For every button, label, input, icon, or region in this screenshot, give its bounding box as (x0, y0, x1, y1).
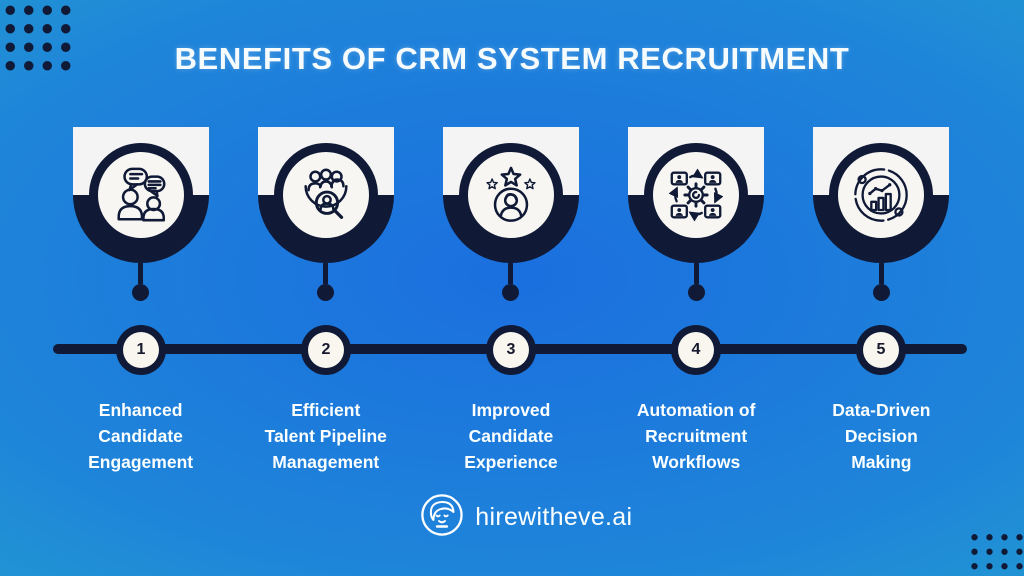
label-line: Decision (844, 426, 918, 446)
benefit-column-2 (233, 127, 418, 301)
candidate-stars-icon (458, 143, 563, 247)
benefit-column-4 (604, 127, 789, 301)
step-badge-3: 3 (486, 325, 536, 375)
icon-card-5 (813, 127, 950, 263)
eve-face-icon (420, 493, 464, 542)
benefit-column-5 (789, 127, 974, 301)
benefit-columns (48, 127, 974, 301)
label-line: Automation of (636, 400, 756, 420)
benefit-label-3: Improved Candidate Experience (418, 397, 603, 475)
label-line: Making (851, 452, 912, 472)
benefit-label-2: Efficient Talent Pipeline Management (233, 397, 418, 475)
brand-name: hirewitheve.ai (475, 503, 633, 531)
benefit-column-3 (418, 127, 603, 301)
connector-dot (502, 284, 520, 301)
benefit-labels: Enhanced Candidate Engagement Efficient … (48, 397, 974, 475)
brand-logo: hirewitheve.ai (420, 493, 632, 542)
connector-dot (872, 284, 890, 301)
talent-search-icon (273, 143, 378, 247)
step-number: 3 (493, 332, 529, 368)
label-line: Engagement (88, 452, 194, 472)
workflow-gear-icon (644, 143, 749, 247)
analytics-chart-icon (829, 143, 934, 247)
dot-grid-bottom-right (967, 530, 1024, 576)
connector-stem (138, 263, 144, 284)
step-badge-2: 2 (301, 325, 351, 375)
connector-stem (508, 263, 514, 284)
label-line: Experience (464, 452, 558, 472)
label-line: Workflows (652, 452, 741, 472)
label-line: Enhanced (98, 400, 183, 420)
label-line: Candidate (468, 426, 554, 446)
connector-dot (317, 284, 335, 301)
chat-people-icon (88, 143, 193, 247)
label-line: Recruitment (645, 426, 748, 446)
step-badge-5: 5 (856, 325, 906, 375)
step-number: 2 (308, 332, 344, 368)
connector-dot (132, 284, 150, 301)
benefit-label-5: Data-Driven Decision Making (789, 397, 974, 475)
icon-card-2 (257, 127, 394, 263)
label-line: Efficient (291, 400, 361, 420)
label-line: Data-Driven (832, 400, 931, 420)
benefit-label-1: Enhanced Candidate Engagement (48, 397, 233, 475)
label-line: Improved (471, 400, 551, 420)
icon-card-3 (442, 127, 579, 263)
label-line: Management (272, 452, 380, 472)
step-badge-1: 1 (116, 325, 166, 375)
benefit-column-1 (48, 127, 233, 301)
icon-card-1 (72, 127, 209, 263)
page-title: BENEFITS OF CRM SYSTEM RECRUITMENT (174, 41, 850, 76)
step-number: 4 (678, 332, 714, 368)
connector-stem (878, 263, 884, 284)
connector-stem (693, 263, 699, 284)
icon-card-4 (628, 127, 765, 263)
connector-stem (323, 263, 329, 284)
step-number: 1 (123, 332, 159, 368)
step-number: 5 (863, 332, 899, 368)
connector-dot (687, 284, 705, 301)
benefit-label-4: Automation of Recruitment Workflows (604, 397, 789, 475)
label-line: Candidate (98, 426, 183, 446)
label-line: Talent Pipeline (264, 426, 387, 446)
step-badge-4: 4 (671, 325, 721, 375)
